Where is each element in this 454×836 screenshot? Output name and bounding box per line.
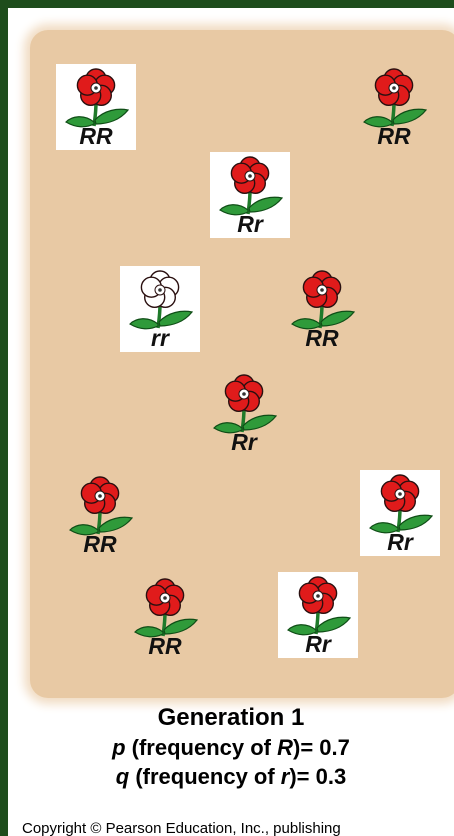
blossom-icon [225, 375, 262, 411]
leaf-icon [249, 197, 282, 212]
p-frequency-line: p (frequency of R)= 0.7 [8, 733, 454, 762]
genotype-label: Rr [278, 631, 358, 657]
leaf-icon [99, 517, 132, 532]
plant-8: Rr [360, 470, 440, 556]
q-symbol: q [116, 764, 129, 789]
genotype-label: Rr [204, 429, 284, 455]
plant-5: RR [282, 266, 362, 352]
blossom-icon [299, 577, 336, 613]
blossom-icon [381, 475, 418, 511]
q-value: )= 0.3 [289, 764, 346, 789]
plant-9: RR [125, 574, 205, 660]
plant-4: rr [120, 266, 200, 352]
leaf-icon [393, 109, 426, 124]
genotype-label: RR [125, 633, 205, 659]
p-allele: R [277, 735, 293, 760]
blossom-icon [231, 157, 268, 193]
leaf-icon [399, 515, 432, 530]
leaf-icon [159, 311, 192, 326]
copyright-notice: Copyright © Pearson Education, Inc., pub… [22, 820, 341, 836]
p-value: )= 0.7 [293, 735, 350, 760]
plant-7: RR [60, 472, 140, 558]
plant-10: Rr [278, 572, 358, 658]
blossom-icon [141, 271, 178, 307]
genotype-label: RR [282, 325, 362, 351]
p-symbol: p [112, 735, 125, 760]
q-frequency-line: q (frequency of r)= 0.3 [8, 762, 454, 791]
blossom-icon [303, 271, 340, 307]
plant-2: RR [354, 64, 434, 150]
genotype-label: Rr [360, 529, 440, 555]
plant-1: RR [56, 64, 136, 150]
leaf-icon [317, 617, 350, 632]
genotype-label: RR [60, 531, 140, 557]
population-field: RR RR Rr rr RR Rr RR Rr RR Rr [30, 30, 454, 698]
plant-3: Rr [210, 152, 290, 238]
blossom-icon [146, 579, 183, 615]
generation-title: Generation 1 [8, 703, 454, 733]
genotype-label: RR [354, 123, 434, 149]
leaf-icon [164, 619, 197, 634]
caption: Generation 1 p (frequency of R)= 0.7 q (… [8, 703, 454, 791]
figure-frame: RR RR Rr rr RR Rr RR Rr RR Rr Generation… [8, 8, 454, 836]
genotype-label: rr [120, 325, 200, 351]
leaf-icon [95, 109, 128, 124]
blossom-icon [81, 477, 118, 513]
blossom-icon [375, 69, 412, 105]
leaf-icon [321, 311, 354, 326]
p-text: (frequency of [126, 735, 278, 760]
genotype-label: Rr [210, 211, 290, 237]
q-text: (frequency of [129, 764, 281, 789]
plant-6: Rr [204, 370, 284, 456]
leaf-icon [243, 415, 276, 430]
blossom-icon [77, 69, 114, 105]
genotype-label: RR [56, 123, 136, 149]
